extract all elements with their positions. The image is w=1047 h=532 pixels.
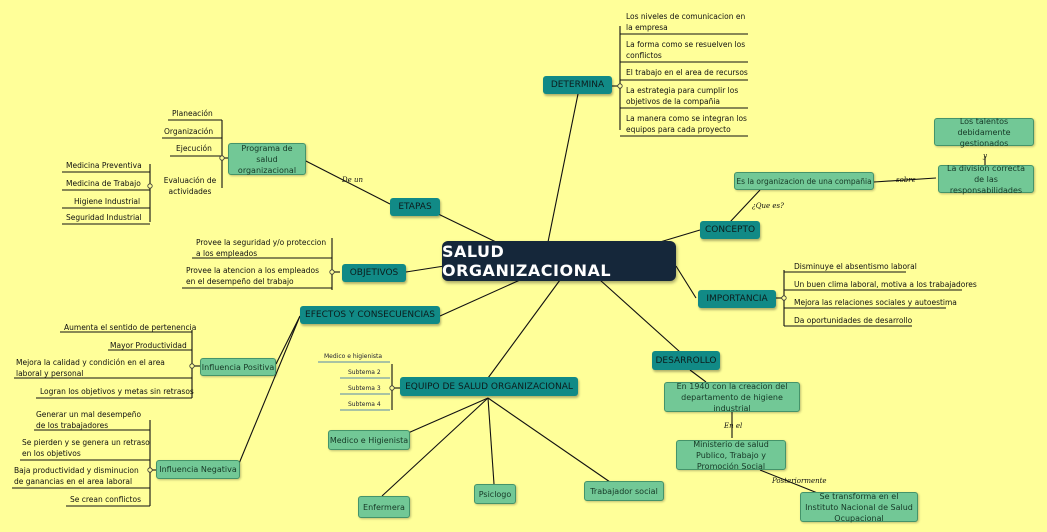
topic-equipo[interactable]: EQUIPO DE SALUD ORGANIZACIONAL <box>400 377 578 396</box>
central-topic[interactable]: SALUD ORGANIZACIONAL <box>442 241 676 281</box>
topic-efectos[interactable]: EFECTOS Y CONSECUENCIAS <box>300 306 440 324</box>
link-label-que-es: ¿Que es? <box>752 202 784 210</box>
evaluacion-item: Medicina Preventiva <box>66 161 142 170</box>
equipo-subtema: Medico e higienista <box>324 353 383 360</box>
influencia-positiva-node[interactable]: Influencia Positiva <box>200 358 276 376</box>
equipo-member[interactable]: Psiclogo <box>474 484 516 504</box>
link-label-sobre: sobre <box>896 176 916 184</box>
importancia-item: Disminuye el absentismo laboral <box>794 262 917 271</box>
objetivos-item: Provee la seguridad y/o proteccion a los… <box>196 238 327 258</box>
negativa-item: Se pierden y se genera un retraso en los… <box>22 438 150 458</box>
equipo-member[interactable]: Medico e Higienista <box>328 430 410 450</box>
topic-objetivos[interactable]: OBJETIVOS <box>342 264 406 282</box>
link-label-y: y <box>983 152 987 160</box>
topic-importancia[interactable]: IMPORTANCIA <box>698 290 776 308</box>
etapas-item: Organización <box>164 127 214 136</box>
definicion-node[interactable]: Es la organizacion de una compañia <box>734 172 874 190</box>
division-node[interactable]: La division correcta de las responsabili… <box>938 164 1034 195</box>
negativa-item: Baja productividad y disminucion de gana… <box>14 466 139 486</box>
topic-desarrollo[interactable]: DESARROLLO <box>652 351 720 370</box>
objetivos-item: Provee la atencion a los empleados en el… <box>186 266 320 286</box>
positiva-item: Aumenta el sentido de pertenencia <box>64 323 197 332</box>
link-label-posteriormente: Posteriormente <box>772 477 827 485</box>
positiva-item: Mejora la calidad y condición en el area… <box>16 358 165 378</box>
importancia-item: Da oportunidades de desarrollo <box>794 316 913 325</box>
desarrollo-step-instituto[interactable]: Se transforma en el Instituto Nacional d… <box>800 492 918 523</box>
talentos-node[interactable]: Los talentos debidamente gestionados <box>934 117 1034 148</box>
determina-item: Los niveles de comunicacion en la empres… <box>626 12 746 32</box>
determina-item: El trabajo en el area de recursos <box>626 68 748 77</box>
evaluacion-item: Medicina de Trabajo <box>66 179 141 188</box>
determina-item: La manera como se integran los equipos p… <box>626 114 747 134</box>
evaluacion-item: Higiene Industrial <box>74 197 141 206</box>
evaluacion-item: Seguridad Industrial <box>66 213 142 222</box>
equipo-member[interactable]: Trabajador social <box>584 481 664 501</box>
importancia-item: Un buen clima laboral, motiva a los trab… <box>794 280 977 289</box>
topic-concepto[interactable]: CONCEPTO <box>700 221 760 239</box>
desarrollo-step-1940[interactable]: En 1940 con la creacion del departamento… <box>664 382 800 413</box>
equipo-subtema: Subtema 2 <box>348 369 381 376</box>
positiva-item: Mayor Productividad <box>110 341 187 350</box>
link-label-de-un: De un <box>342 176 363 184</box>
topic-determina[interactable]: DETERMINA <box>543 76 612 94</box>
etapas-item: Ejecución <box>176 144 212 153</box>
negativa-item: Generar un mal desempeño de los trabajad… <box>36 410 142 430</box>
link-label-en-el: En el <box>724 422 743 430</box>
importancia-item: Mejora las relaciones sociales y autoest… <box>794 298 957 307</box>
determina-item: La forma como se resuelven los conflicto… <box>626 40 746 60</box>
equipo-subtema: Subtema 4 <box>348 401 381 408</box>
programa-salud-node[interactable]: Programa de salud organizacional <box>228 143 306 175</box>
desarrollo-step-ministerio[interactable]: Ministerio de salud Publico, Trabajo y P… <box>676 440 786 471</box>
determina-item: La estrategia para cumplir los objetivos… <box>626 86 739 106</box>
influencia-negativa-node[interactable]: Influencia Negativa <box>156 460 240 479</box>
etapas-item: Evaluación de actividades <box>163 176 217 196</box>
equipo-subtema: Subtema 3 <box>348 385 381 392</box>
equipo-member[interactable]: Enfermera <box>358 496 410 518</box>
etapas-item: Planeación <box>172 109 213 118</box>
positiva-item: Logran los objetivos y metas sin retraso… <box>40 387 194 396</box>
topic-etapas[interactable]: ETAPAS <box>390 198 440 216</box>
negativa-item: Se crean conflictos <box>70 495 141 504</box>
